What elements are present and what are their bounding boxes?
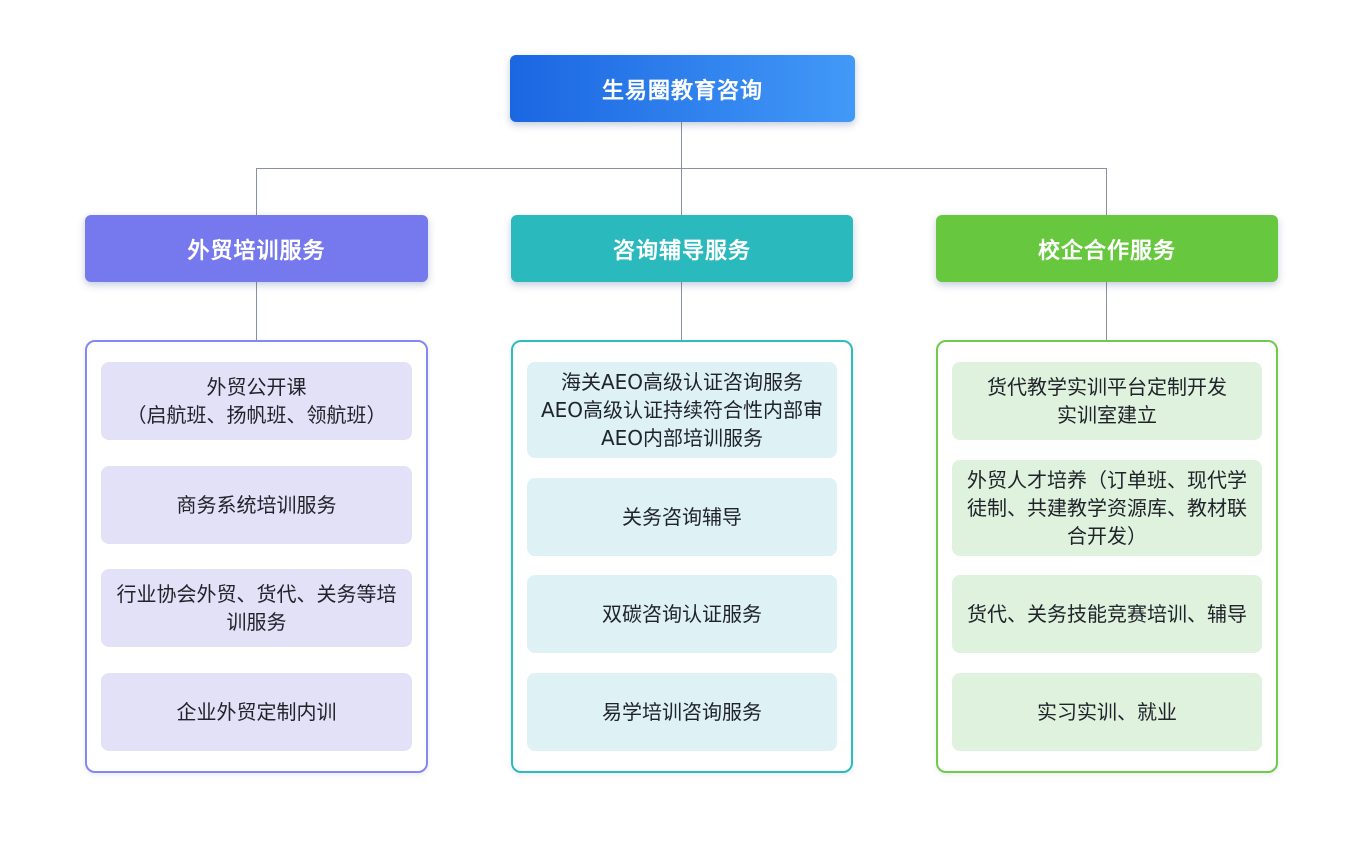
root-node[interactable]: 生易圈教育咨询 [510,55,855,122]
leaf-node[interactable]: 商务系统培训服务 [101,465,412,544]
connector-line [1106,282,1107,340]
leaf-node[interactable]: 实习实训、就业 [952,672,1262,751]
leaf-node[interactable]: 货代、关务技能竞赛培训、辅导 [952,575,1262,654]
connector-line [256,168,257,215]
branch-node-school-enterprise[interactable]: 校企合作服务 [936,215,1278,282]
leaf-node[interactable]: 外贸公开课 （启航班、扬帆班、领航班） [101,362,412,440]
leaf-node[interactable]: 外贸人才培养（订单班、现代学徒制、共建教学资源库、教材联合开发） [952,459,1262,556]
connector-line [1106,168,1107,215]
branch-group-trade-training: 外贸公开课 （启航班、扬帆班、领航班） 商务系统培训服务 行业协会外贸、货代、关… [85,340,428,773]
leaf-node[interactable]: 货代教学实训平台定制开发 实训室建立 [952,362,1262,440]
leaf-node[interactable]: 双碳咨询认证服务 [527,575,837,654]
branch-node-label: 外贸培训服务 [187,238,326,264]
leaf-node[interactable]: 关务咨询辅导 [527,477,837,556]
connector-line [681,122,682,168]
branch-node-label: 咨询辅导服务 [612,238,751,264]
connector-line [681,282,682,340]
connector-line [681,168,682,215]
connector-line [256,282,257,340]
leaf-node[interactable]: 企业外贸定制内训 [101,672,412,751]
branch-group-school-enterprise: 货代教学实训平台定制开发 实训室建立 外贸人才培养（订单班、现代学徒制、共建教学… [936,340,1278,773]
branch-group-consulting: 海关AEO高级认证咨询服务 AEO高级认证持续符合性内部审 AEO内部培训服务 … [511,340,853,773]
leaf-node[interactable]: 行业协会外贸、货代、关务等培训服务 [101,569,412,648]
branch-node-label: 校企合作服务 [1037,238,1176,264]
branch-node-trade-training[interactable]: 外贸培训服务 [85,215,428,282]
branch-node-consulting[interactable]: 咨询辅导服务 [511,215,853,282]
leaf-node[interactable]: 海关AEO高级认证咨询服务 AEO高级认证持续符合性内部审 AEO内部培训服务 [527,362,837,458]
root-node-label: 生易圈教育咨询 [601,78,763,104]
leaf-node[interactable]: 易学培训咨询服务 [527,672,837,751]
